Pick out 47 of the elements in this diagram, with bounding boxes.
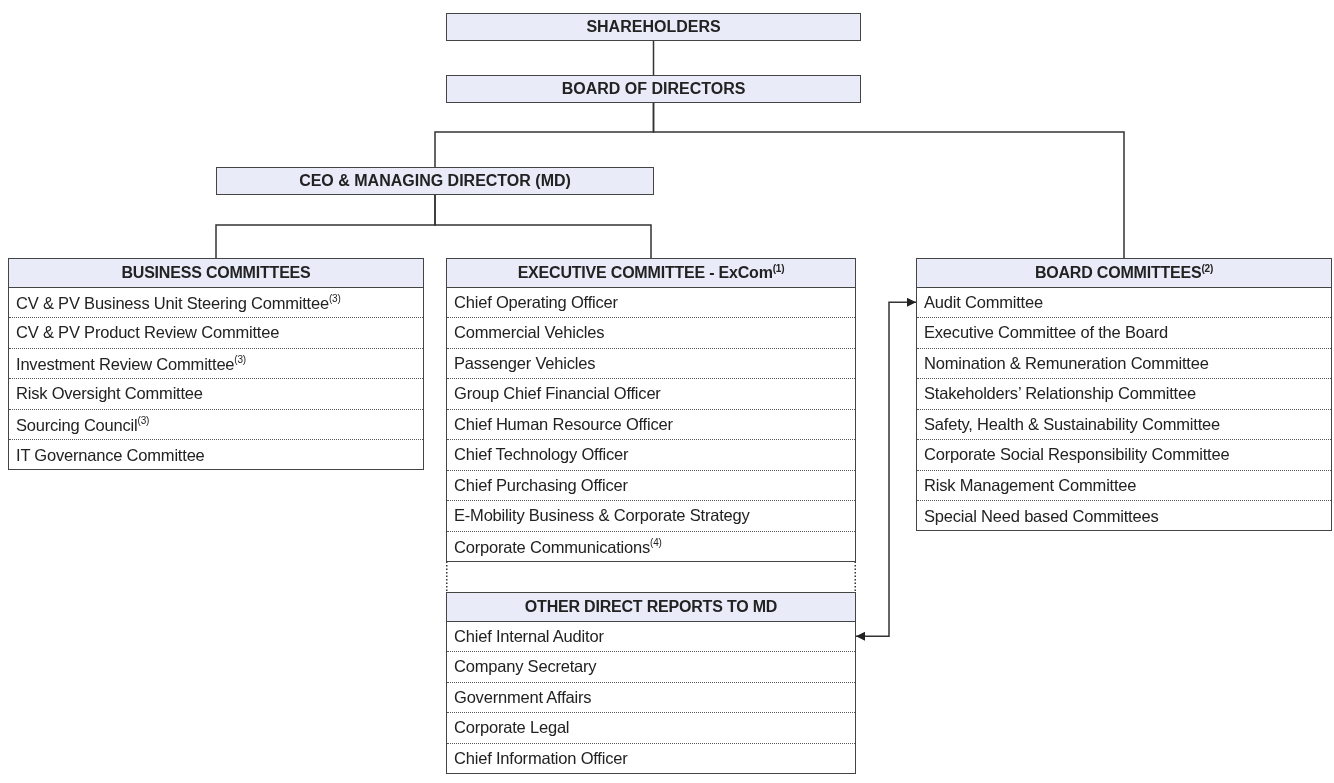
org-box: SHAREHOLDERS <box>446 13 861 41</box>
table-heading <box>917 259 1331 288</box>
row-label: Risk Management Committee <box>924 475 1137 495</box>
row-label: Chief Purchasing Officer <box>454 475 628 495</box>
connector-line <box>652 40 655 76</box>
row-label: Chief Information Officer <box>454 749 628 769</box>
row-label: Safety, Health & Sustainability Committee <box>924 414 1220 434</box>
table-panel <box>8 258 424 470</box>
row-label: Corporate Legal <box>454 718 570 738</box>
org-box: CEO & MANAGING DIRECTOR (MD) <box>216 167 654 195</box>
row-label: CV & PV Product Review Committee <box>16 323 280 343</box>
row-label: Nomination & Remuneration Committee <box>924 353 1209 373</box>
table-panel <box>446 258 856 562</box>
table-heading <box>447 259 855 288</box>
row-label: Government Affairs <box>454 687 592 707</box>
heading-label: OTHER DIRECT REPORTS TO MD <box>524 597 778 616</box>
heading-label: BOARD COMMITTEES$^{(2)}$ <box>1034 263 1214 283</box>
row-label: Group Chief Financial Officer <box>454 384 661 404</box>
row-label: Corporate Communications$^{(4)}$ <box>454 537 662 557</box>
heading-label: EXECUTIVE COMMITTEE - ExCom$^{(1)}$ <box>517 263 785 283</box>
row-label: Audit Committee <box>924 292 1043 312</box>
row-label: Commercial Vehicles <box>454 323 605 343</box>
row-label: Chief Human Resource Officer <box>454 414 673 434</box>
row-label: Risk Oversight Committee <box>16 384 203 404</box>
table-heading <box>9 259 423 288</box>
connector-line <box>652 102 1125 259</box>
org-box: BOARD OF DIRECTORS <box>446 75 861 103</box>
row-label: Sourcing Council$^{(3)}$ <box>16 414 150 434</box>
table-panel <box>916 258 1332 531</box>
connector-line <box>434 194 652 259</box>
row-label: Investment Review Committee$^{(3)}$ <box>16 353 246 373</box>
row-label: Chief Operating Officer <box>454 292 618 312</box>
row-label: Executive Committee of the Board <box>924 323 1168 343</box>
row-label: IT Governance Committee <box>16 445 205 465</box>
row-label: Company Secretary <box>454 657 597 677</box>
row-label: Chief Internal Auditor <box>454 626 604 646</box>
row-label: Stakeholders’ Relationship Committee <box>924 384 1196 404</box>
row-label: Passenger Vehicles <box>454 353 596 373</box>
connector-line <box>855 297 917 641</box>
table-panel <box>446 592 856 774</box>
row-label: E-Mobility Business & Corporate Strategy <box>454 506 750 526</box>
row-label: Corporate Social Responsibility Committee <box>924 445 1230 465</box>
table-heading <box>447 593 855 622</box>
heading-label: BUSINESS COMMITTEES <box>121 263 311 282</box>
row-label: CV & PV Business Unit Steering Committee$^{(3)}$ <box>16 292 341 312</box>
row-label: Chief Technology Officer <box>454 445 629 465</box>
row-label: Special Need based Committees <box>924 506 1159 526</box>
